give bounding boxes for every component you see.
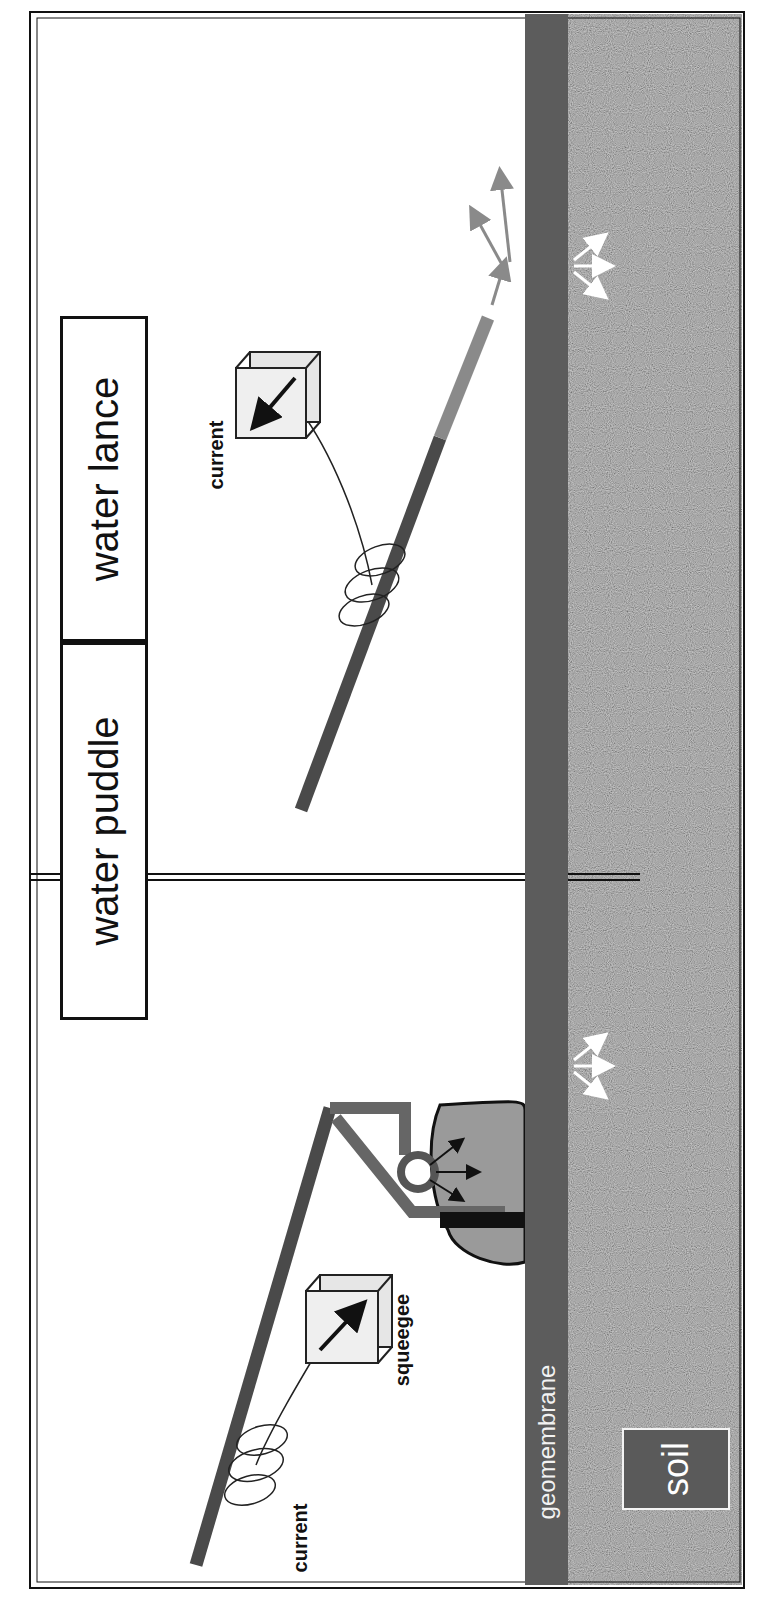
wire-coil bbox=[300, 410, 409, 632]
lance-rod bbox=[301, 438, 440, 810]
panel-title-box: water puddle bbox=[60, 642, 148, 1020]
squeegee-label: squeegee bbox=[391, 1294, 413, 1386]
current-label: current bbox=[289, 1504, 311, 1573]
current-arrows bbox=[430, 1140, 478, 1200]
panel-title-box: water lance bbox=[60, 316, 148, 642]
lance-tip bbox=[440, 318, 488, 438]
squeegee-blade bbox=[440, 1212, 525, 1228]
node-text: geomembrane bbox=[533, 1365, 559, 1520]
node-text: water puddle bbox=[82, 716, 126, 945]
water-puddle-blob bbox=[431, 1102, 525, 1264]
squeegee-arm bbox=[336, 1118, 505, 1212]
current-label: current bbox=[205, 421, 227, 490]
water-spray bbox=[472, 172, 510, 305]
geomembrane-band: geomembrane bbox=[525, 14, 568, 1585]
node-text: water lance bbox=[82, 377, 126, 582]
electrode-ring bbox=[401, 1155, 435, 1189]
current-source-box bbox=[236, 352, 320, 438]
outer-frame bbox=[30, 12, 744, 1588]
soil-texture bbox=[568, 14, 742, 1585]
inner-frame bbox=[37, 18, 740, 1582]
node-text: soil bbox=[656, 1442, 696, 1496]
seepage-arrows bbox=[574, 236, 610, 1096]
soil-label-box: soil bbox=[622, 1428, 730, 1510]
current-source-box bbox=[306, 1275, 392, 1363]
soil-ground bbox=[568, 14, 742, 1585]
